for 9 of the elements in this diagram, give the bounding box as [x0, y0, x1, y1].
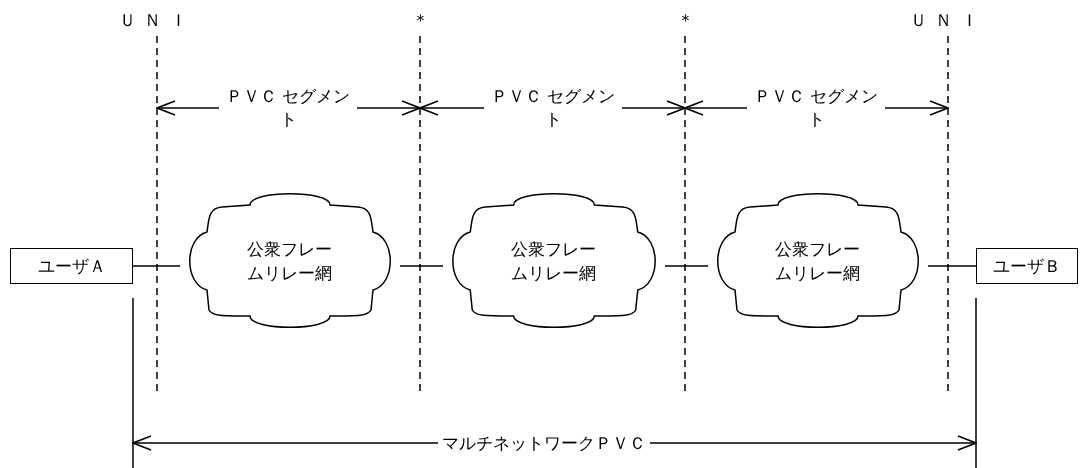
connector-line: [927, 265, 977, 267]
user-box: ユーザＢ: [976, 248, 1078, 284]
cloud-label: 公衆フレームリレー網: [246, 238, 334, 285]
connector-line: [664, 265, 709, 267]
connector-line: [399, 265, 444, 267]
cloud-label: 公衆フレームリレー網: [510, 238, 598, 285]
connector-line: [132, 265, 181, 267]
cloud-label: 公衆フレームリレー網: [774, 238, 862, 285]
user-box: ユーザＡ: [10, 248, 133, 284]
